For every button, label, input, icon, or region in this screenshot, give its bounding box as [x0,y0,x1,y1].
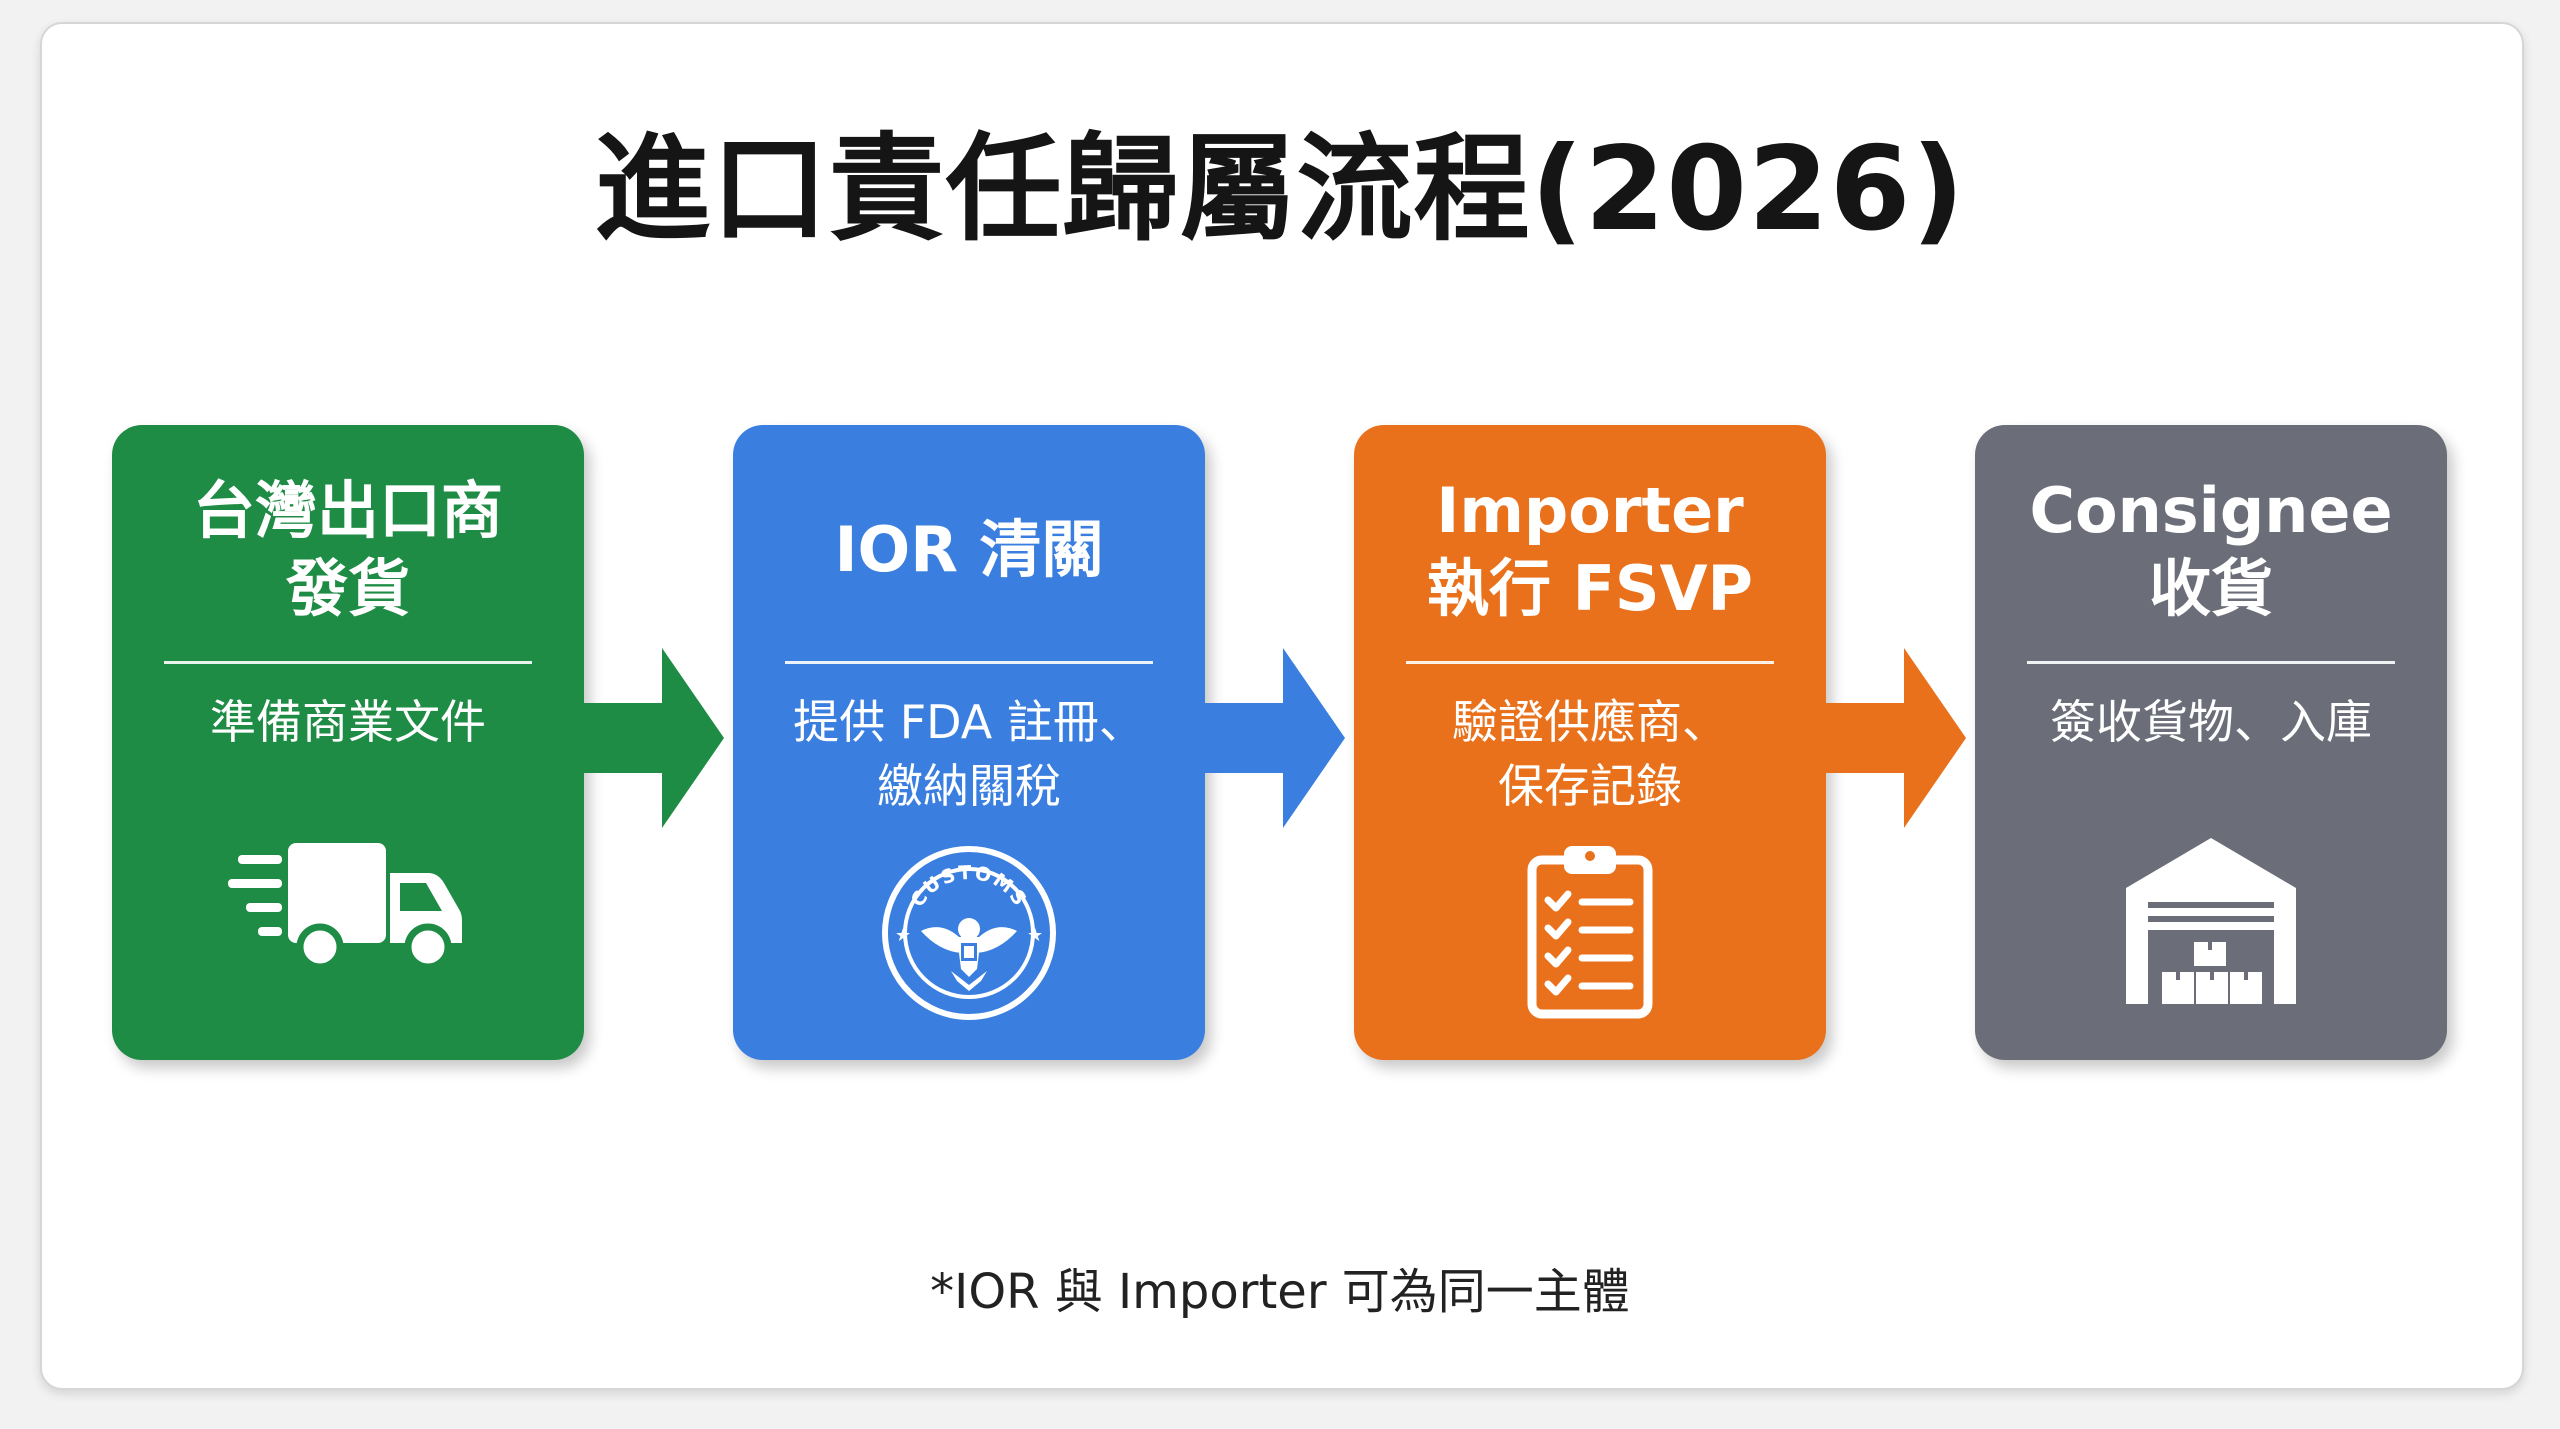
svg-text:★: ★ [895,925,911,946]
checklist-clipboard-icon [1527,846,1653,1019]
step-divider [785,661,1153,664]
step-exporter-desc: 準備商業文件 [112,690,584,754]
step-divider [1406,661,1774,664]
arrow-right-icon [584,648,724,828]
svg-text:CUSTOMS: CUSTOMS [906,862,1031,911]
step-consignee-desc: 簽收貨物、入庫 [1975,690,2447,754]
step-importer-title: Importer 執行 FSVP [1354,474,1826,625]
step-exporter-title-line2: 發貨 [285,552,410,625]
step-importer-desc: 驗證供應商、 保存記錄 [1354,690,1826,818]
truck-icon [228,843,462,971]
step-ior-title: IOR 清關 [733,475,1205,625]
step-importer-desc-line1: 驗證供應商、 [1452,695,1728,749]
step-exporter: 台灣出口商 發貨 準備商業文件 [112,425,584,1060]
step-ior-desc-line1: 提供 FDA 註冊、 [793,695,1145,749]
step-importer: Importer 執行 FSVP 驗證供應商、 保存記錄 [1354,425,1826,1060]
step-consignee-title: Consignee 收貨 [1975,474,2447,625]
step-ior-title-line1: IOR 清關 [834,513,1104,586]
step-importer-title-line2: 執行 FSVP [1426,552,1753,625]
step-exporter-desc-line1: 準備商業文件 [210,695,486,749]
step-consignee-title-line1: Consignee [2029,474,2393,547]
step-exporter-title-line1: 台灣出口商 [192,474,503,547]
customs-seal-icon: CUSTOMS ★ ★ [882,846,1056,1020]
step-ior: IOR 清關 提供 FDA 註冊、 繳納關稅 CUSTOMS ★ ★ [733,425,1205,1060]
step-importer-desc-line2: 保存記錄 [1498,759,1682,813]
step-consignee-desc-line1: 簽收貨物、入庫 [2050,695,2372,749]
svg-text:★: ★ [1027,925,1043,946]
arrow-right-icon [1205,648,1345,828]
warehouse-icon [2126,838,2296,1004]
step-ior-desc-line2: 繳納關稅 [877,759,1061,813]
footnote: *IOR 與 Importer 可為同一主體 [930,1264,1630,1320]
page-title: 進口責任歸屬流程(2026) [594,122,1966,257]
step-exporter-title: 台灣出口商 發貨 [112,474,584,625]
step-ior-desc: 提供 FDA 註冊、 繳納關稅 [733,690,1205,818]
step-importer-title-line1: Importer [1436,474,1744,547]
customs-seal-text: CUSTOMS [906,862,1029,911]
arrow-right-icon [1826,648,1966,828]
step-divider [164,661,532,664]
step-consignee-title-line2: 收貨 [2148,552,2273,625]
step-divider [2027,661,2395,664]
step-consignee: Consignee 收貨 簽收貨物、入庫 [1975,425,2447,1060]
